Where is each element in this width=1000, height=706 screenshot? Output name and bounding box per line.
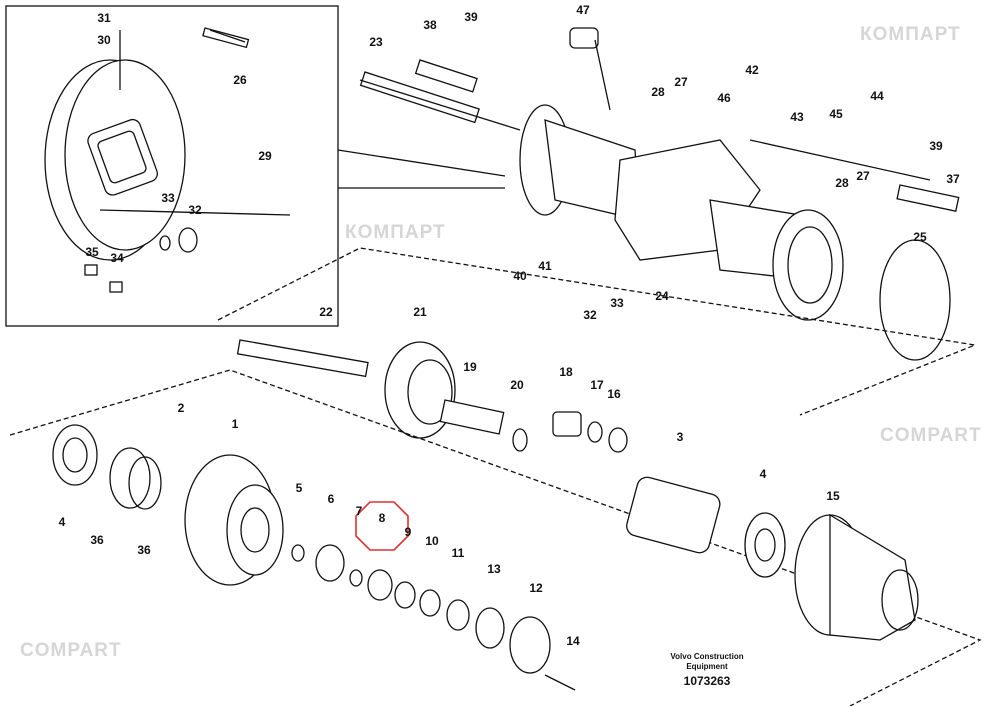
callout-42: 42 bbox=[745, 63, 759, 77]
callout-39: 39 bbox=[929, 139, 943, 153]
callout-47: 47 bbox=[576, 3, 590, 17]
callout-29: 29 bbox=[258, 149, 272, 163]
wheel-hub-row bbox=[9, 369, 982, 706]
callout-3: 3 bbox=[676, 430, 684, 444]
inset-leader-top bbox=[337, 149, 506, 177]
axle-housing-part bbox=[359, 27, 960, 361]
callout-45: 45 bbox=[829, 107, 843, 121]
callout-40: 40 bbox=[513, 269, 527, 283]
callout-28: 28 bbox=[651, 85, 665, 99]
credit-line2: Equipment bbox=[686, 662, 728, 671]
callout-5: 5 bbox=[295, 481, 303, 495]
callout-7: 7 bbox=[355, 504, 363, 518]
planet-carrier-cover-part bbox=[44, 27, 291, 293]
callout-39: 39 bbox=[464, 10, 478, 24]
callout-14: 14 bbox=[566, 634, 580, 648]
drive-shaft-row bbox=[217, 247, 978, 453]
callout-41: 41 bbox=[538, 259, 552, 273]
callout-21: 21 bbox=[413, 305, 427, 319]
detail-inset-frame bbox=[5, 5, 339, 327]
drawing-number: 1073263 bbox=[683, 674, 731, 688]
callout-17: 17 bbox=[590, 378, 604, 392]
callout-28: 28 bbox=[835, 176, 849, 190]
credit-line1: Volvo Construction bbox=[670, 652, 744, 661]
callout-36: 36 bbox=[90, 533, 104, 547]
callout-33: 33 bbox=[610, 296, 624, 310]
callout-34: 34 bbox=[110, 251, 124, 265]
callout-16: 16 bbox=[607, 387, 621, 401]
callout-32: 32 bbox=[188, 203, 202, 217]
callout-11: 11 bbox=[451, 546, 465, 560]
callout-30: 30 bbox=[97, 33, 111, 47]
callout-38: 38 bbox=[423, 18, 437, 32]
callout-2: 2 bbox=[177, 401, 185, 415]
callout-1: 1 bbox=[231, 417, 239, 431]
callout-33: 33 bbox=[161, 191, 175, 205]
callout-46: 46 bbox=[717, 91, 731, 105]
callout-25: 25 bbox=[913, 230, 927, 244]
callout-12: 12 bbox=[529, 581, 543, 595]
callout-43: 43 bbox=[790, 110, 804, 124]
callout-26: 26 bbox=[233, 73, 247, 87]
callout-23: 23 bbox=[369, 35, 383, 49]
callout-9: 9 bbox=[404, 525, 412, 539]
callout-20: 20 bbox=[510, 378, 524, 392]
callout-4: 4 bbox=[58, 515, 66, 529]
callout-27: 27 bbox=[856, 169, 870, 183]
callout-35: 35 bbox=[85, 245, 99, 259]
callout-15: 15 bbox=[826, 489, 840, 503]
callout-31: 31 bbox=[97, 11, 111, 25]
callout-44: 44 bbox=[870, 89, 884, 103]
callout-32: 32 bbox=[583, 308, 597, 322]
callout-8: 8 bbox=[378, 511, 386, 525]
callout-6: 6 bbox=[327, 492, 335, 506]
callout-18: 18 bbox=[559, 365, 573, 379]
credit-text: Volvo Construction Equipment bbox=[642, 652, 772, 672]
callout-13: 13 bbox=[487, 562, 501, 576]
callout-10: 10 bbox=[425, 534, 439, 548]
callout-24: 24 bbox=[655, 289, 669, 303]
callout-19: 19 bbox=[463, 360, 477, 374]
callout-22: 22 bbox=[319, 305, 333, 319]
callout-4: 4 bbox=[759, 467, 767, 481]
callout-37: 37 bbox=[946, 172, 960, 186]
highlight-marker-8 bbox=[355, 501, 409, 551]
callout-36: 36 bbox=[137, 543, 151, 557]
callout-27: 27 bbox=[674, 75, 688, 89]
